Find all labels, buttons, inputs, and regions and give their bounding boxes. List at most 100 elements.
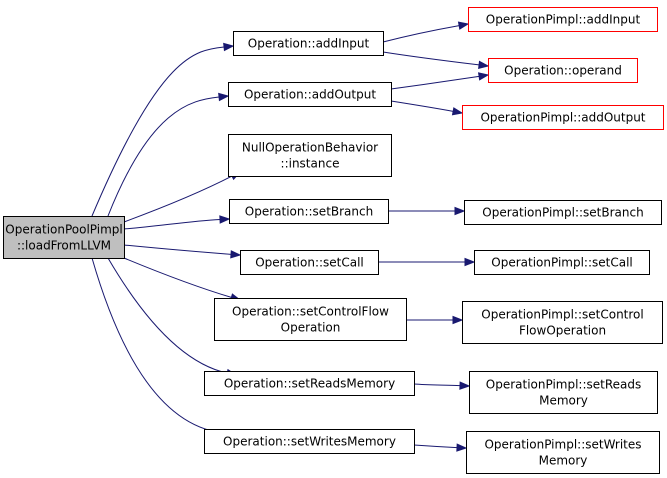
node-box (240, 250, 379, 275)
node-nullInstance[interactable]: NullOperationBehavior::instance (228, 134, 392, 177)
node-box (228, 82, 392, 107)
node-label: OperationPimpl::setWrites (484, 438, 641, 452)
edge-root-to-setWrites (91, 257, 238, 438)
node-pSetCall[interactable]: OperationPimpl::setCall (474, 250, 650, 275)
edge-setCFO-to-pSetCFO (405, 315, 464, 325)
node-label: NullOperationBehavior (242, 141, 378, 155)
edge-setBranch-to-pSetBranch (387, 206, 466, 216)
arrowhead (218, 92, 230, 102)
edge-root-to-setBranch (123, 215, 231, 230)
node-box (233, 31, 384, 56)
node-setCall[interactable]: Operation::setCall (240, 250, 379, 275)
node-label: OperationPoolPimpl (5, 223, 123, 237)
arrowhead (454, 206, 466, 216)
node-label: OperationPimpl::addInput (486, 13, 641, 27)
node-box (466, 431, 660, 474)
arrowhead (230, 250, 242, 259)
arrowhead (452, 315, 464, 325)
arrowhead (459, 381, 471, 390)
node-box (474, 250, 650, 275)
edge-line (390, 75, 480, 90)
node-box (468, 7, 658, 32)
edge-root-to-addInput (91, 42, 235, 217)
nodes-layer: OperationPoolPimpl::loadFromLLVMOperatio… (3, 7, 664, 474)
edge-addOutput-to-operand (390, 72, 490, 90)
edge-line (123, 257, 232, 298)
node-label: Memory (539, 454, 588, 468)
arrowhead (478, 60, 490, 70)
edge-root-to-setCall (123, 244, 242, 259)
node-box (488, 58, 638, 83)
edge-line (123, 218, 221, 230)
node-box (462, 301, 663, 344)
edge-line (123, 175, 233, 223)
node-setBranch[interactable]: Operation::setBranch (229, 199, 389, 224)
node-label: Operation::operand (504, 64, 622, 78)
node-label: Operation::setCall (255, 256, 364, 270)
edge-setWrites-to-pSetWrites (413, 443, 468, 452)
node-pSetReads[interactable]: OperationPimpl::setReadsMemory (469, 371, 658, 414)
node-label: Operation (281, 321, 341, 335)
node-box (228, 134, 392, 177)
node-setReads[interactable]: Operation::setReadsMemory (204, 371, 415, 396)
node-label: Operation::setWritesMemory (223, 435, 396, 449)
edge-setCall-to-pSetCall (378, 257, 476, 267)
node-box (469, 371, 658, 414)
node-pSetWrites[interactable]: OperationPimpl::setWritesMemory (466, 431, 660, 474)
node-label: OperationPimpl::setControl (481, 308, 643, 322)
arrowhead (456, 443, 468, 452)
node-label: Operation::addOutput (244, 88, 376, 102)
node-box (464, 200, 662, 225)
node-label: ::loadFromLLVM (17, 239, 111, 253)
node-label: FlowOperation (519, 324, 606, 338)
node-root[interactable]: OperationPoolPimpl::loadFromLLVM (3, 216, 125, 259)
node-box (462, 105, 664, 130)
edge-line (390, 100, 454, 112)
node-label: Operation::setBranch (245, 205, 373, 219)
edge-addInput-to-pAddInput (382, 21, 470, 43)
node-label: OperationPimpl::setBranch (482, 206, 643, 220)
node-label: Operation::setReadsMemory (224, 377, 395, 391)
node-label: OperationPimpl::addOutput (480, 111, 645, 125)
node-box (214, 298, 407, 341)
node-label: ::instance (281, 157, 340, 171)
node-box (229, 199, 389, 224)
node-pAddInput[interactable]: OperationPimpl::addInput (468, 7, 658, 32)
edge-line (107, 257, 228, 374)
node-pAddOutput[interactable]: OperationPimpl::addOutput (462, 105, 664, 130)
edge-line (382, 25, 460, 43)
arrowhead (219, 215, 231, 224)
node-label: Memory (539, 394, 588, 408)
node-label: OperationPimpl::setCall (491, 256, 633, 270)
arrowhead (477, 72, 490, 81)
edge-line (413, 383, 461, 387)
edge-line (413, 444, 458, 449)
node-label: OperationPimpl::setReads (486, 378, 642, 392)
node-label: Operation::setControlFlow (232, 305, 389, 319)
arrowhead (451, 107, 464, 116)
node-operand[interactable]: Operation::operand (488, 58, 638, 83)
edge-line (382, 51, 480, 66)
node-addInput[interactable]: Operation::addInput (233, 31, 384, 56)
edge-line (107, 96, 220, 217)
arrowhead (457, 21, 470, 30)
node-box (204, 371, 415, 396)
edge-addOutput-to-pAddOutput (390, 100, 464, 116)
edge-addInput-to-operand (382, 51, 490, 70)
node-addOutput[interactable]: Operation::addOutput (228, 82, 392, 107)
edge-line (123, 244, 232, 255)
node-label: Operation::addInput (248, 37, 370, 51)
node-pSetBranch[interactable]: OperationPimpl::setBranch (464, 200, 662, 225)
arrowhead (223, 42, 235, 52)
edge-root-to-setCFO (123, 257, 242, 302)
node-box (204, 429, 415, 454)
edge-line (91, 46, 225, 217)
edge-root-to-nullInstance (123, 171, 242, 223)
node-setWrites[interactable]: Operation::setWritesMemory (204, 429, 415, 454)
edge-line (91, 257, 228, 434)
edge-setReads-to-pSetReads (413, 381, 471, 390)
edge-root-to-addOutput (107, 92, 230, 217)
